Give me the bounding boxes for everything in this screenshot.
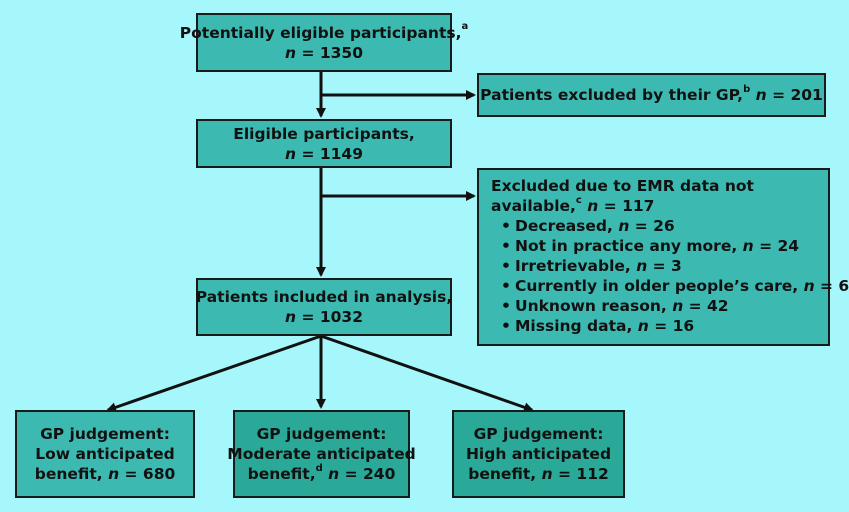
arrow-to-low [106,334,322,413]
moderate-benefit-box: GP judgement: Moderate anticipated benef… [227,410,416,498]
exclusion-reasons-list: Decreased, n = 26 Not in practice any mo… [479,216,849,336]
list-item: Not in practice any more, n = 24 [479,236,828,256]
excluded-by-gp-box: Patients excluded by their GP,b n = 201 [477,73,826,117]
included-in-analysis-box: Patients included in analysis, n = 1032 [196,278,452,336]
list-item: Unknown reason, n = 42 [479,296,828,316]
list-item: Missing data, n = 16 [479,316,828,336]
excluded-emr-box: Excluded due to EMR data not available,c… [477,168,849,346]
arrow-to-high [320,334,534,413]
high-benefit-box: GP judgement: High anticipated benefit, … [452,410,625,498]
list-item: Currently in older people’s care, n = 6 [479,276,849,296]
eligible-participants-box: Eligible participants, n = 1149 [196,119,452,168]
list-item: Decreased, n = 26 [479,216,828,236]
potentially-eligible-box: Potentially eligible participants,a n = … [180,13,468,72]
low-benefit-box: GP judgement: Low anticipated benefit, n… [15,410,195,498]
list-item: Irretrievable, n = 3 [479,256,828,276]
